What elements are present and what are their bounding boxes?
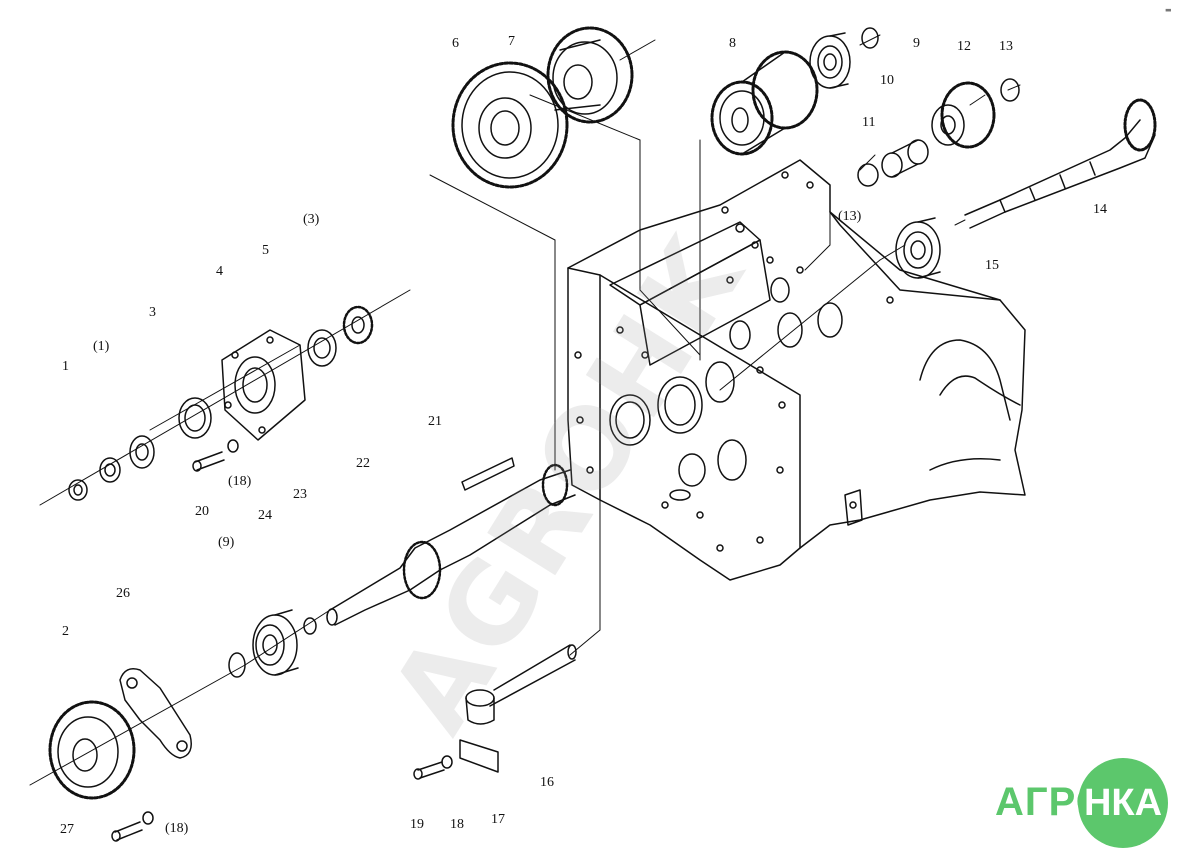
gear-6 — [451, 61, 569, 189]
bearing-15 — [895, 217, 941, 279]
plate-17 — [459, 739, 499, 773]
washer-18 — [227, 439, 239, 453]
pin-16 — [465, 644, 577, 725]
plate-26-hole-b — [176, 740, 188, 752]
gear-2 — [48, 700, 136, 800]
callout-21: 21 — [428, 414, 442, 429]
callout-19: 19 — [410, 817, 424, 832]
gear-7 — [546, 26, 634, 124]
callout-6: 6 — [452, 36, 459, 51]
corner-mark: ▬ — [1165, 6, 1172, 14]
sleeve-11 — [881, 139, 929, 178]
callout-1: 1 — [62, 359, 69, 374]
callout-3: 3 — [149, 305, 156, 320]
callout-10: 10 — [880, 73, 894, 88]
bearing-3 — [129, 397, 212, 469]
callout-9-paren: (9) — [218, 535, 235, 550]
callout-7: 7 — [508, 34, 515, 49]
bearing-24 — [252, 609, 299, 676]
callout-2: 2 — [62, 624, 69, 639]
brand-logo-circle-text: НКА — [1083, 781, 1163, 824]
washer-13 — [1000, 78, 1020, 102]
plate-26-hole-a — [126, 677, 138, 689]
callout-1-paren: (1) — [93, 339, 110, 354]
shaft-14 — [964, 98, 1157, 229]
callout-16: 16 — [540, 775, 554, 790]
callout-27: 27 — [60, 822, 74, 837]
brand-logo-circle: НКА — [1078, 758, 1168, 848]
bearing-10 — [809, 32, 851, 89]
ring-23 — [303, 617, 317, 635]
callout-8: 8 — [729, 36, 736, 51]
callout-18: 18 — [450, 817, 464, 832]
callout-23: 23 — [293, 487, 307, 502]
key-21 — [461, 457, 515, 491]
shaft-22 — [326, 463, 576, 626]
callout-14: 14 — [1093, 202, 1107, 217]
callout-17: 17 — [491, 812, 505, 827]
washer-18-lower — [142, 811, 154, 825]
callout-15: 15 — [985, 258, 999, 273]
callout-11: 11 — [862, 115, 876, 130]
cover-4 — [221, 329, 306, 441]
gear-12 — [931, 81, 996, 149]
callout-4: 4 — [216, 264, 223, 279]
gear-8 — [710, 50, 819, 156]
washer-13-dup — [857, 163, 879, 187]
callout-24: 24 — [258, 508, 272, 523]
callout-20: 20 — [195, 504, 209, 519]
callout-18-paren-bottom: (18) — [165, 821, 189, 836]
bolt-27 — [111, 821, 143, 842]
plate-26 — [119, 668, 192, 759]
washer-1 — [99, 457, 121, 483]
callout-12: 12 — [957, 39, 971, 54]
bearing-3-dup — [307, 305, 374, 367]
callout-26: 26 — [116, 586, 130, 601]
snap-ring-9-dup — [228, 652, 246, 678]
callout-13: 13 — [999, 39, 1013, 54]
callout-22: 22 — [356, 456, 370, 471]
bolt-19 — [413, 761, 445, 780]
nut-1 — [68, 479, 88, 501]
gearbox-housing — [567, 159, 1026, 581]
callout-5: 5 — [262, 243, 269, 258]
washer-18-mid — [441, 755, 453, 769]
bolt-20 — [192, 451, 225, 472]
callout-9: 9 — [913, 36, 920, 51]
callout-13-paren: (13) — [838, 209, 862, 224]
snap-ring-9 — [861, 27, 879, 49]
callout-18-paren-top: (18) — [228, 474, 252, 489]
callout-3-paren: (3) — [303, 212, 320, 227]
